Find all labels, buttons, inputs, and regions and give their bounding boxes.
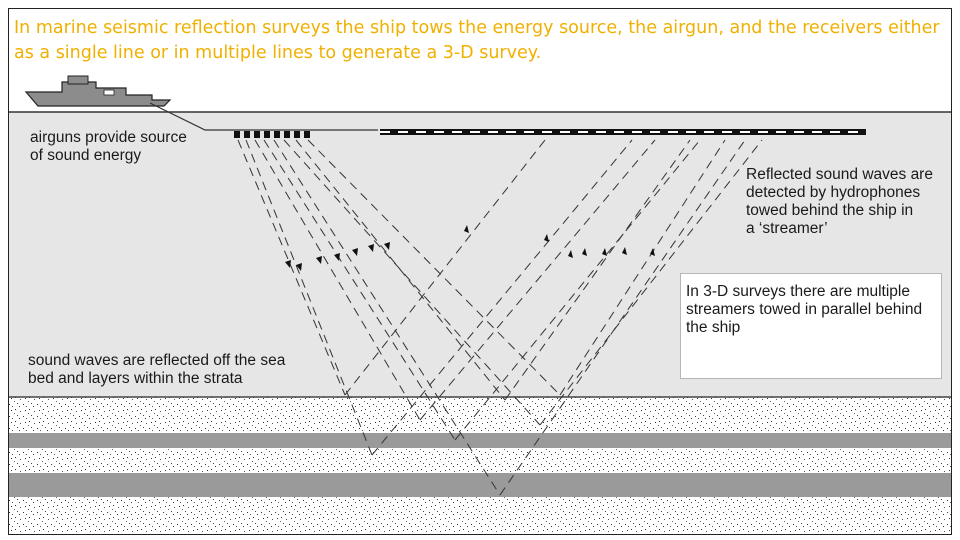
reflected-waves-label: Reflected sound waves are detected by hy… <box>746 166 933 237</box>
three-d-survey-label: In 3-D surveys there are multiple stream… <box>686 283 923 336</box>
strata <box>9 396 951 533</box>
airguns-label: airguns provide source of sound energy <box>30 129 187 164</box>
slide-title: In marine seismic reflection surveys the… <box>14 18 940 63</box>
reflected-rays <box>344 139 763 496</box>
hydrophone-streamer <box>380 129 866 135</box>
ship-icon <box>24 75 172 107</box>
sediment-band <box>9 433 951 448</box>
strata-reflection-label: sound waves are reflected off the sea be… <box>28 352 286 387</box>
ray-arrows <box>285 225 655 271</box>
sediment-layer <box>9 397 951 533</box>
tow-cable <box>149 102 378 131</box>
airgun-array <box>234 131 310 138</box>
three-d-survey-inset: In 3-D surveys there are multiple stream… <box>680 273 942 379</box>
incident-rays <box>237 139 561 496</box>
sediment-band <box>9 473 951 497</box>
